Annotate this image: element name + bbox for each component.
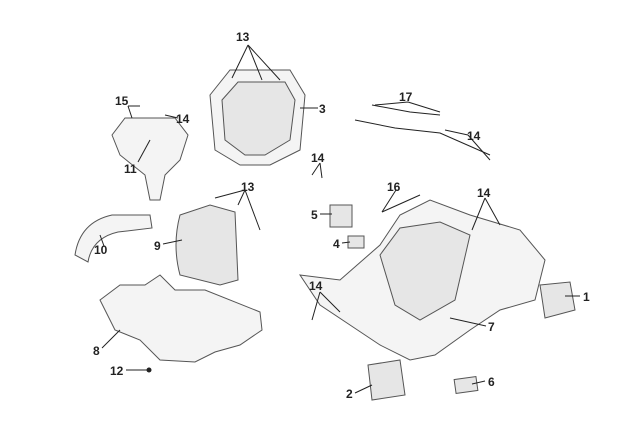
callout-15: 15 <box>115 94 129 108</box>
callout-14: 14 <box>477 186 491 200</box>
callout-7: 7 <box>488 320 495 334</box>
callout-6: 6 <box>488 375 495 389</box>
callout-8: 8 <box>93 344 100 358</box>
part-4-connector <box>347 235 365 249</box>
part-16-fastener <box>381 194 421 213</box>
callout-16: 16 <box>387 180 401 194</box>
callout-13: 13 <box>241 180 255 194</box>
part-12-screw <box>146 367 152 373</box>
part-10-trim <box>74 214 153 263</box>
callout-14: 14 <box>309 279 323 293</box>
callout-14: 14 <box>311 151 325 165</box>
part-7-inner <box>379 221 471 321</box>
part-8-front-cover <box>99 274 263 363</box>
part-3-inner <box>221 81 296 156</box>
callout-14: 14 <box>176 112 190 126</box>
callout-2: 2 <box>346 387 353 401</box>
callout-14: 14 <box>467 129 481 143</box>
part-5-bracket <box>329 204 353 228</box>
part-17-clips <box>354 119 491 156</box>
callout-9: 9 <box>154 239 161 253</box>
callout-11: 11 <box>124 162 137 176</box>
part-6-plate <box>453 375 479 395</box>
callout-12: 12 <box>110 364 124 378</box>
callout-3: 3 <box>319 102 326 116</box>
callout-1: 1 <box>583 290 590 304</box>
callout-10: 10 <box>94 243 108 257</box>
callout-4: 4 <box>333 237 340 251</box>
callout-13: 13 <box>236 30 250 44</box>
callout-5: 5 <box>311 208 318 222</box>
callout-17: 17 <box>399 90 413 104</box>
part-2-switch <box>367 359 406 401</box>
part-11-cover <box>111 117 189 201</box>
part-17-clips-2 <box>371 104 441 116</box>
part-1-switch <box>539 281 576 319</box>
part-9-lens <box>175 204 239 286</box>
leader-lines <box>99 44 580 394</box>
